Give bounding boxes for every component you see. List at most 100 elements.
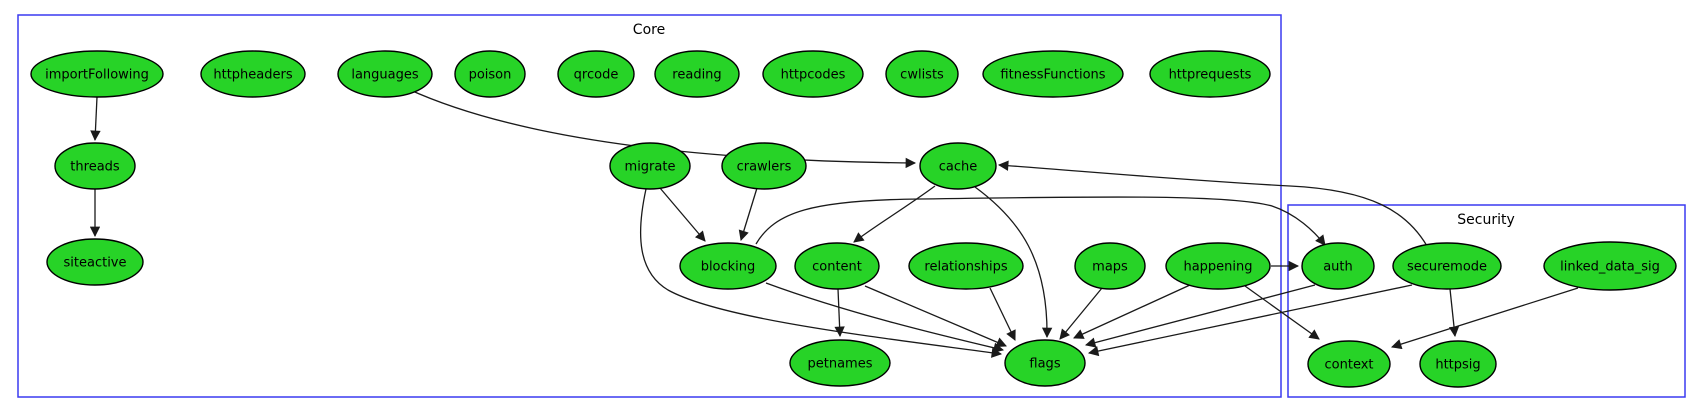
node-cache: cache [919, 142, 997, 190]
node-securemode-label: securemode [1407, 260, 1487, 275]
node-securemode-ellipse [1392, 242, 1502, 290]
node-maps: maps [1074, 242, 1146, 290]
node-reading: reading [654, 50, 740, 98]
edge-auth-to-flags [1084, 284, 1316, 348]
node-qrcode-ellipse [557, 50, 635, 98]
node-petnames: petnames [789, 339, 891, 387]
node-flags: flags [1004, 339, 1086, 387]
node-languages: languages [337, 50, 433, 98]
node-relationships-ellipse [908, 242, 1024, 290]
node-qrcode-label: qrcode [574, 68, 619, 83]
node-flags-label: flags [1029, 357, 1060, 372]
cluster-security-label: Security [1457, 212, 1515, 228]
node-content-label: content [812, 260, 862, 275]
node-cache-label: cache [939, 160, 978, 175]
edge-securemode-to-httpsig [1448, 288, 1460, 338]
edge-content-to-petnames [834, 288, 845, 338]
edge-securemode-to-flags [1087, 284, 1413, 357]
edge-relationships-to-flags [989, 287, 1016, 341]
node-fitnessFunctions-ellipse [982, 50, 1124, 98]
node-reading-label: reading [672, 68, 721, 83]
node-threads-label: threads [70, 160, 120, 175]
node-blocking: blocking [679, 242, 777, 290]
edge-layer [89, 88, 1579, 358]
node-threads: threads [54, 142, 136, 190]
node-layer: importFollowing httpheaders languages poiso… [30, 50, 1677, 388]
edge-cache-to-content [853, 185, 936, 243]
node-importFollowing: importFollowing [30, 50, 164, 98]
node-httpsig-label: httpsig [1435, 358, 1480, 373]
node-httprequests-label: httprequests [1169, 68, 1252, 83]
node-blocking-label: blocking [701, 260, 756, 275]
node-httpcodes-ellipse [762, 50, 864, 98]
node-poison: poison [454, 50, 526, 98]
node-crawlers: crawlers [721, 142, 807, 190]
node-languages-ellipse [337, 50, 433, 98]
node-poison-label: poison [469, 68, 512, 83]
node-linked_data_sig-label: linked_data_sig [1560, 260, 1660, 275]
node-cache-ellipse [919, 142, 997, 190]
node-importFollowing-ellipse [30, 50, 164, 98]
node-securemode: securemode [1392, 242, 1502, 290]
node-migrate-ellipse [609, 142, 691, 190]
cluster-core-box [17, 14, 1282, 398]
node-reading-ellipse [654, 50, 740, 98]
node-siteactive-ellipse [46, 238, 144, 286]
node-siteactive-label: siteactive [64, 256, 127, 271]
edge-blocking-to-flags [765, 282, 1005, 353]
node-petnames-label: petnames [808, 357, 873, 372]
node-cwlists-label: cwlists [900, 68, 944, 83]
node-migrate-label: migrate [625, 160, 676, 175]
cluster-core-label: Core [633, 22, 665, 38]
node-cwlists-ellipse [885, 50, 959, 98]
node-maps-label: maps [1092, 260, 1128, 275]
edge-securemode-to-cache [997, 160, 1428, 247]
node-httpheaders: httpheaders [200, 50, 306, 98]
node-httprequests: httprequests [1149, 50, 1271, 98]
node-httpsig-ellipse [1419, 340, 1497, 388]
node-content-ellipse [794, 242, 880, 290]
node-auth-label: auth [1323, 260, 1353, 275]
node-linked_data_sig: linked_data_sig [1543, 241, 1677, 291]
node-cwlists: cwlists [885, 50, 959, 98]
node-httpcodes: httpcodes [762, 50, 864, 98]
node-poison-ellipse [454, 50, 526, 98]
node-auth: auth [1301, 242, 1375, 290]
node-maps-ellipse [1074, 242, 1146, 290]
node-linked_data_sig-ellipse [1543, 241, 1677, 291]
node-happening-ellipse [1165, 242, 1271, 290]
node-fitnessFunctions-label: fitnessFunctions [1000, 68, 1105, 83]
node-context-label: context [1325, 358, 1374, 373]
node-httpheaders-label: httpheaders [213, 68, 292, 83]
node-qrcode: qrcode [557, 50, 635, 98]
edge-happening-to-flags [1073, 284, 1191, 339]
edge-migrate-to-blocking [659, 187, 706, 242]
edge-importFollowing-to-threads [90, 96, 101, 142]
node-happening-label: happening [1183, 260, 1252, 275]
edge-cache-to-flags [974, 186, 1053, 339]
node-languages-label: languages [351, 68, 419, 83]
node-httpsig: httpsig [1419, 340, 1497, 388]
node-happening: happening [1165, 242, 1271, 290]
edge-content-to-flags [864, 285, 1007, 348]
node-flags-ellipse [1004, 339, 1086, 387]
node-httpheaders-ellipse [200, 50, 306, 98]
node-auth-ellipse [1301, 242, 1375, 290]
node-relationships-label: relationships [924, 260, 1007, 275]
node-siteactive: siteactive [46, 238, 144, 286]
edge-migrate-to-flags [639, 188, 1003, 358]
node-context: context [1307, 340, 1391, 388]
edge-maps-to-flags [1059, 287, 1103, 340]
node-importFollowing-label: importFollowing [45, 68, 149, 83]
node-content: content [794, 242, 880, 290]
edge-blocking-to-auth [755, 196, 1326, 246]
edge-linked_data_sig-to-context [1391, 287, 1579, 350]
edge-languages-to-cache [407, 88, 917, 169]
node-blocking-ellipse [679, 242, 777, 290]
node-relationships: relationships [908, 242, 1024, 290]
node-fitnessFunctions: fitnessFunctions [982, 50, 1124, 98]
node-context-ellipse [1307, 340, 1391, 388]
